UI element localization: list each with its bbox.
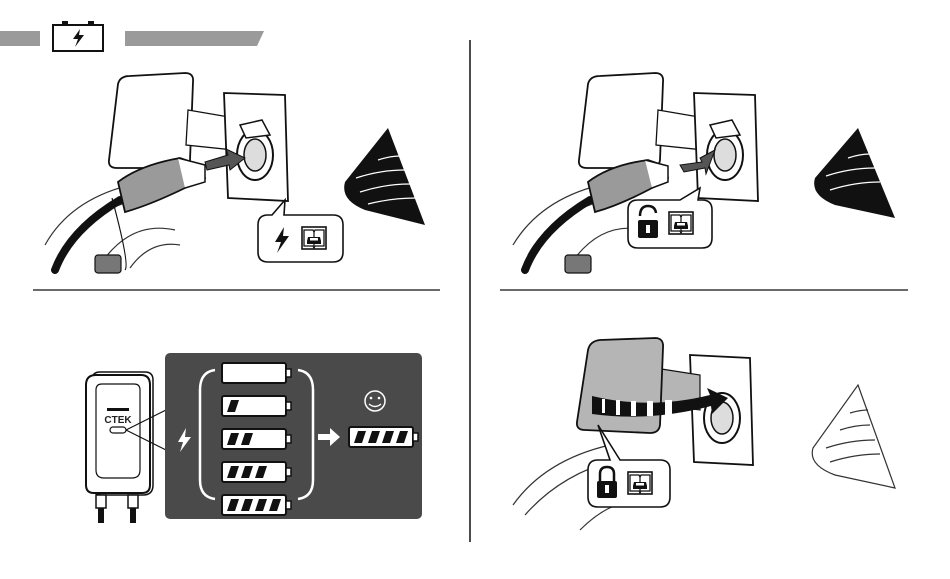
charging-flap: [109, 73, 235, 168]
manual-book-car-icon: [669, 212, 693, 234]
battery-level-icon: [222, 429, 291, 449]
battery-level-icon: [222, 396, 291, 416]
charging-plug: [55, 158, 205, 273]
battery-charging-icon: [53, 21, 103, 51]
ctek-charger: CTEK: [86, 372, 153, 523]
callout-bubble: [258, 200, 343, 262]
manual-book-car-icon: [302, 227, 326, 249]
battery-full-icon: [349, 427, 418, 447]
battery-level-icon: [222, 363, 291, 383]
panel-connect: [45, 73, 425, 273]
charging-flap-closing: [577, 338, 663, 433]
manual-book-car-icon: [628, 472, 652, 494]
charging-port: [694, 93, 758, 201]
wheel-fender-shape: [814, 128, 895, 218]
charging-port: [224, 93, 288, 201]
charging-flap: [579, 73, 705, 168]
brand-label: CTEK: [104, 415, 132, 426]
battery-level-icon: [222, 495, 291, 515]
battery-level-icon: [222, 462, 291, 482]
panel-close-lock: [513, 338, 895, 530]
wheel-fender-outline: [812, 385, 895, 488]
header-bar: [0, 21, 264, 51]
wheel-fender-shape: [344, 128, 425, 225]
callout-bubble: [588, 425, 670, 507]
panel-charging-status: CTEK: [86, 353, 422, 523]
panel-unlock: [513, 73, 895, 273]
